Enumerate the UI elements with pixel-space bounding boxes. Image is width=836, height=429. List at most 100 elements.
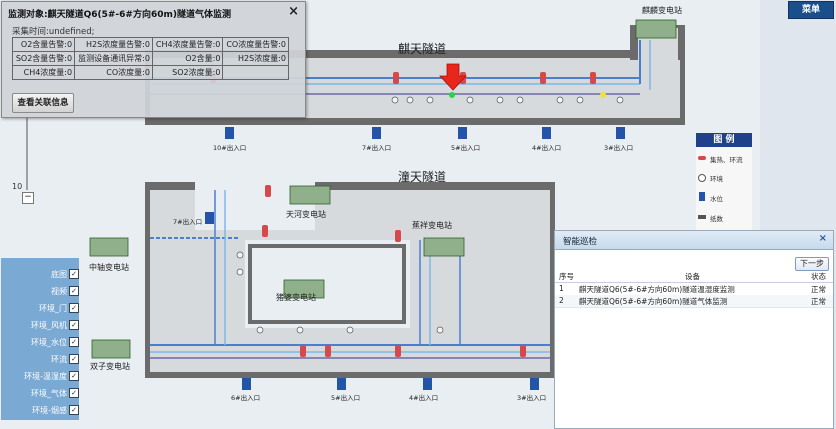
legend-item: 环境 — [710, 175, 723, 183]
column-seq: 序号 — [559, 272, 574, 281]
smart-patrol-panel: 智能巡检 × 下一步 序号 设备 状态 1 麒天隧道Q6(5#-6#方向60m)… — [554, 230, 834, 429]
layer-toggle-humidity[interactable]: 环境-温湿度✓ — [1, 368, 79, 384]
legend-item: 水位 — [710, 195, 723, 203]
layer-label: 环境_气体 — [31, 389, 67, 398]
reading-cell — [222, 65, 289, 80]
layer-toggle-basemap[interactable]: 底图✓ — [1, 266, 79, 282]
row-seq: 2 — [559, 296, 564, 305]
row-seq: 1 — [559, 284, 564, 293]
reading-cell: SO2含量告警:0 — [11, 51, 76, 66]
row-status: 正常 — [811, 285, 826, 294]
layer-label: 环境-温湿度 — [24, 372, 67, 381]
table-row: SO2含量告警:0 监测设备通讯异常:0 O2含量:0 H2S浓度量:0 — [11, 51, 289, 66]
exit-label: 10#出入口 — [213, 144, 247, 152]
station-tianhe-label: 天河变电站 — [286, 210, 326, 219]
layer-checkbox[interactable]: ✓ — [69, 286, 79, 296]
station-shuangzi-label: 双子变电站 — [90, 362, 130, 371]
layer-label: 环境_门 — [39, 304, 67, 313]
layer-checkbox[interactable]: ✓ — [69, 405, 79, 415]
reading-cell: H2S浓度量告警:0 — [74, 37, 153, 52]
exit-label: 7#出入口 — [173, 218, 203, 226]
station-zhongzhou-label: 中轴变电站 — [89, 263, 129, 272]
exit-label: 4#出入口 — [532, 144, 562, 152]
exit-label: 4#出入口 — [409, 394, 439, 402]
layer-toggle-smoke[interactable]: 环境-烟感✓ — [1, 402, 79, 418]
layer-label: 环境-烟感 — [32, 406, 67, 415]
popup-title: 监测对象:麒天隧道Q6(5#-6#方向60m)隧道气体监测 — [8, 10, 231, 20]
layer-toggle-gas[interactable]: 环境_气体✓ — [1, 385, 79, 401]
reading-cell: O2含量:0 — [151, 51, 224, 66]
row-device: 麒天隧道Q6(5#-6#方向60m)隧道温湿度监测 — [579, 285, 735, 294]
layer-checkbox[interactable]: ✓ — [69, 371, 79, 381]
reading-cell: SO2浓度量:0 — [151, 65, 224, 80]
layer-checkbox[interactable]: ✓ — [69, 303, 79, 313]
patrol-close-icon[interactable]: × — [818, 233, 827, 244]
layer-panel: 底图✓ 视频✓ 环境_门✓ 环境_风机✓ 环境_水位✓ 环流✓ 环境-温湿度✓ … — [1, 258, 79, 420]
tunnel-2-body — [145, 182, 555, 378]
layer-toggle-video[interactable]: 视频✓ — [1, 283, 79, 299]
legend-panel: 图 例 集热、环流 环境 水位 纸数 — [696, 133, 752, 233]
view-related-info-button[interactable]: 查看关联信息 — [12, 93, 74, 113]
zoom-level: 10 — [12, 182, 23, 191]
legend-item: 纸数 — [710, 215, 723, 223]
reading-cell: CO浓度量告警:0 — [222, 37, 289, 52]
zoom-out-button[interactable]: − — [22, 192, 34, 204]
layer-checkbox[interactable]: ✓ — [69, 320, 79, 330]
monitor-popup: 监测对象:麒天隧道Q6(5#-6#方向60m)隧道气体监测 × 采集时间:und… — [1, 1, 306, 118]
row-device: 麒天隧道Q6(5#-6#方向60m)隧道气体监测 — [579, 297, 728, 306]
layer-checkbox[interactable]: ✓ — [69, 388, 79, 398]
table-row: O2含量告警:0 H2S浓度量告警:0 CH4浓度量告警:0 CO浓度量告警:0 — [11, 37, 289, 52]
layer-toggle-circulation[interactable]: 环流✓ — [1, 351, 79, 367]
sensor-icons[interactable] — [236, 96, 624, 334]
column-status: 状态 — [811, 272, 826, 281]
layer-label: 视频 — [51, 287, 67, 296]
camera-icon — [698, 215, 706, 219]
station-qilin-label: 麒麟变电站 — [642, 6, 682, 15]
environment-icon — [698, 174, 706, 182]
active-sensor-icon[interactable] — [449, 92, 455, 98]
legend-item: 集热、环流 — [710, 156, 743, 164]
patrol-table-header: 序号 设备 状态 — [555, 270, 833, 283]
gas-readings-table: O2含量告警:0 H2S浓度量告警:0 CH4浓度量告警:0 CO浓度量告警:0… — [11, 37, 289, 80]
layer-checkbox[interactable]: ✓ — [69, 337, 79, 347]
reading-cell: H2S浓度量:0 — [222, 51, 289, 66]
water-level-icon — [699, 192, 705, 201]
layer-checkbox[interactable]: ✓ — [69, 269, 79, 279]
station-xiongjia-label: 猪婆变电站 — [276, 293, 316, 302]
station-jiaoxiang-label: 蕉祥变电站 — [412, 221, 452, 230]
substation-icons[interactable] — [89, 19, 677, 359]
table-row: CH4浓度量:0 CO浓度量:0 SO2浓度量:0 — [11, 65, 289, 80]
exit-icons[interactable] — [205, 127, 625, 390]
fan-icon — [698, 156, 706, 160]
layer-toggle-fan[interactable]: 环境_风机✓ — [1, 317, 79, 333]
layer-checkbox[interactable]: ✓ — [69, 354, 79, 364]
table-row[interactable]: 2 麒天隧道Q6(5#-6#方向60m)隧道气体监测 正常 — [555, 295, 833, 308]
exit-label: 5#出入口 — [451, 144, 481, 152]
next-step-button[interactable]: 下一步 — [795, 257, 829, 271]
reading-cell: CH4浓度量告警:0 — [151, 37, 224, 52]
exit-label: 3#出入口 — [604, 144, 634, 152]
layer-label: 环境_风机 — [31, 321, 67, 330]
legend-title: 图 例 — [696, 133, 752, 147]
exit-label: 5#出入口 — [331, 394, 361, 402]
collection-time: 采集时间:undefined; — [12, 27, 95, 37]
exit-label: 3#出入口 — [517, 394, 547, 402]
layer-toggle-door[interactable]: 环境_门✓ — [1, 300, 79, 316]
tunnel-1-title: 麒天隧道 — [398, 42, 447, 56]
exit-label: 6#出入口 — [231, 394, 261, 402]
row-status: 正常 — [811, 297, 826, 306]
tunnel-2-title: 潼天隧道 — [398, 170, 447, 184]
exit-label: 7#出入口 — [362, 144, 392, 152]
alarm-arrow-icon[interactable] — [439, 63, 467, 91]
patrol-title: 智能巡检 — [563, 237, 598, 247]
column-device: 设备 — [685, 272, 700, 281]
reading-cell: CH4浓度量:0 — [11, 65, 76, 80]
reading-cell: 监测设备通讯异常:0 — [74, 51, 153, 66]
layer-label: 底图 — [51, 270, 67, 279]
layer-label: 环境_水位 — [31, 338, 67, 347]
layer-toggle-water[interactable]: 环境_水位✓ — [1, 334, 79, 350]
warning-sensor-icon[interactable] — [600, 92, 606, 98]
menu-button[interactable]: 菜单 — [788, 1, 834, 19]
popup-close-icon[interactable]: × — [288, 4, 299, 19]
